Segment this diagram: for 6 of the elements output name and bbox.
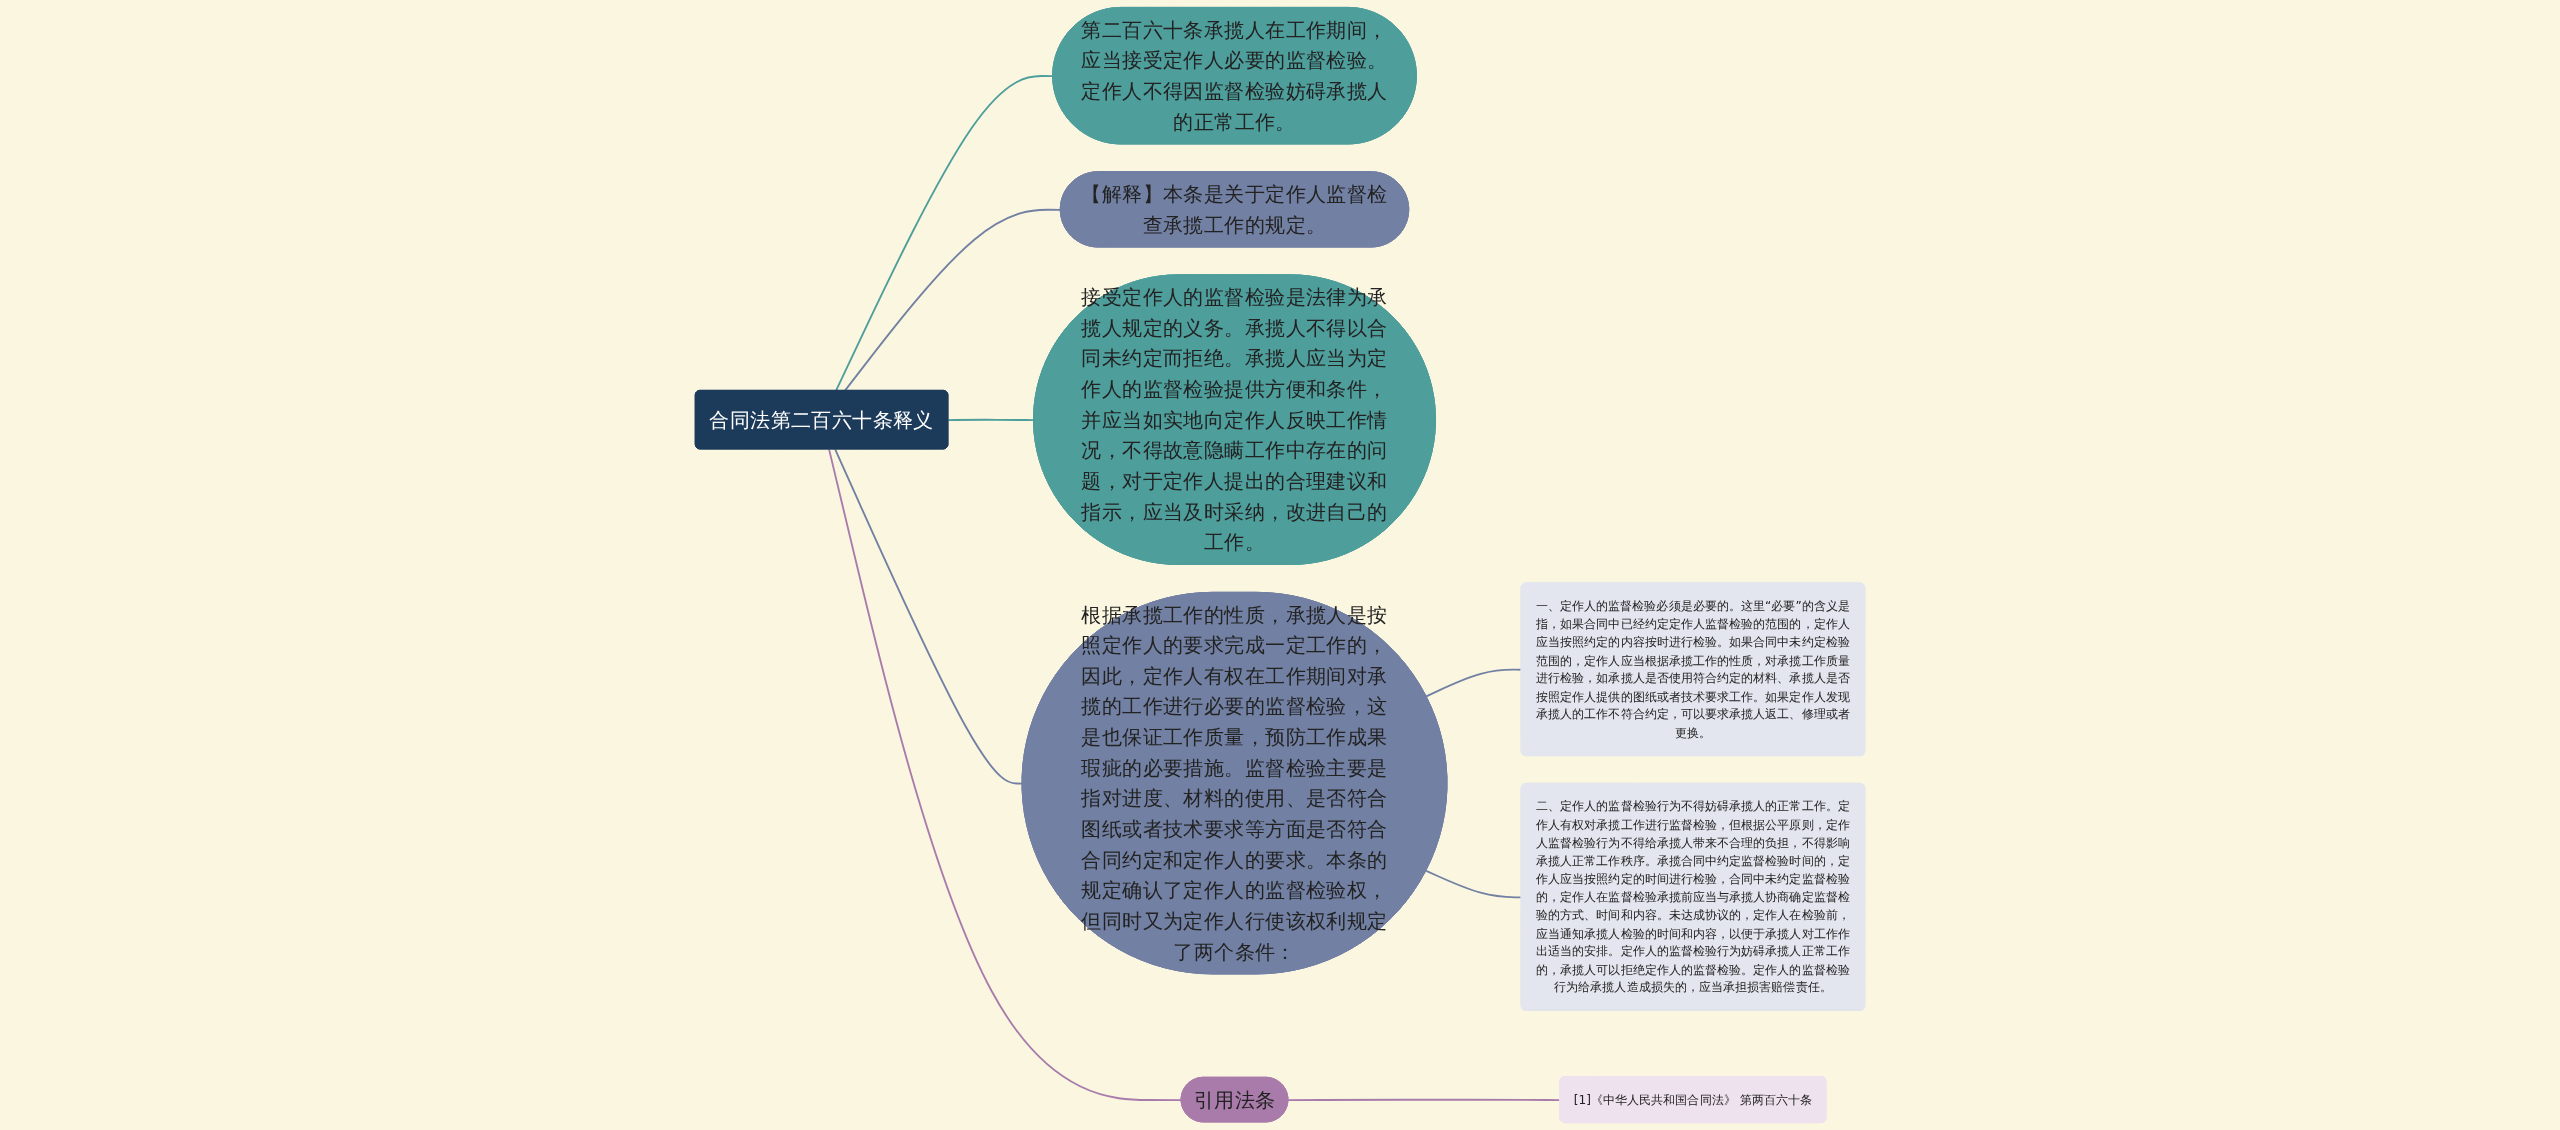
connector: [843, 208, 1062, 392]
connector: [1425, 668, 1523, 698]
connector: [828, 448, 1183, 1101]
connector: [834, 448, 1024, 785]
connector: [947, 418, 1035, 422]
connector: [1425, 869, 1523, 899]
